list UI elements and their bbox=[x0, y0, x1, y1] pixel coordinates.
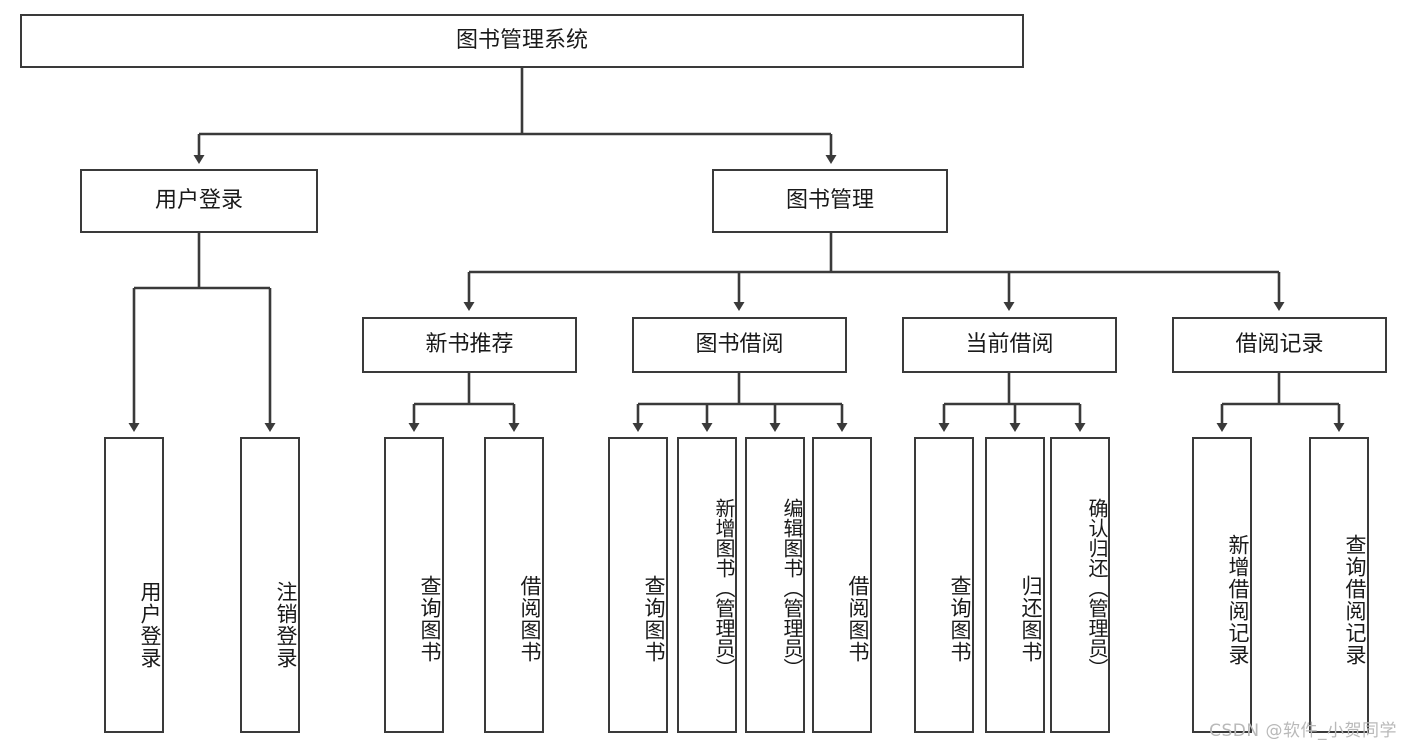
leaf-borrow-record-query-record[interactable]: 查询借阅记录 bbox=[1309, 437, 1369, 733]
node-label: 新增图书（管理员） bbox=[712, 498, 736, 678]
leaf-user-login-login[interactable]: 用户登录 bbox=[104, 437, 164, 733]
leaf-new-book-borrow-book[interactable]: 借阅图书 bbox=[484, 437, 544, 733]
leaf-user-login-logout[interactable]: 注销登录 bbox=[240, 437, 300, 733]
node-label: 查询图书 bbox=[948, 575, 972, 663]
node-label: 图书管理系统 bbox=[455, 28, 588, 54]
node-label: 图书借阅 bbox=[695, 332, 784, 358]
leaf-new-book-query-book[interactable]: 查询图书 bbox=[384, 437, 444, 733]
node-label: 借阅图书 bbox=[518, 575, 542, 663]
watermark: CSDN @软件_小贺同学 bbox=[1209, 721, 1397, 741]
node-label: 借阅记录 bbox=[1235, 332, 1324, 358]
node-borrow-record[interactable]: 借阅记录 bbox=[1172, 317, 1387, 373]
node-label: 用户登录 bbox=[154, 188, 243, 214]
leaf-book-borrow-add-book-admin[interactable]: 新增图书（管理员） bbox=[677, 437, 737, 733]
node-label: 新增借阅记录 bbox=[1226, 534, 1250, 666]
node-label: 新书推荐 bbox=[425, 332, 514, 358]
node-label: 确认归还（管理员） bbox=[1085, 498, 1109, 678]
node-root-book-management-system[interactable]: 图书管理系统 bbox=[20, 14, 1024, 68]
leaf-borrow-record-add-record[interactable]: 新增借阅记录 bbox=[1192, 437, 1252, 733]
node-label: 图书管理 bbox=[785, 188, 874, 214]
node-user-login[interactable]: 用户登录 bbox=[80, 169, 318, 233]
leaf-current-borrow-confirm-return-admin[interactable]: 确认归还（管理员） bbox=[1050, 437, 1110, 733]
node-book-management[interactable]: 图书管理 bbox=[712, 169, 948, 233]
node-label: 查询借阅记录 bbox=[1343, 534, 1367, 666]
node-label: 注销登录 bbox=[274, 581, 298, 669]
node-book-borrow[interactable]: 图书借阅 bbox=[632, 317, 847, 373]
node-label: 借阅图书 bbox=[846, 575, 870, 663]
node-label: 当前借阅 bbox=[965, 332, 1054, 358]
node-label: 编辑图书（管理员） bbox=[780, 498, 804, 678]
node-label: 用户登录 bbox=[138, 581, 162, 669]
leaf-current-borrow-query-book[interactable]: 查询图书 bbox=[914, 437, 974, 733]
leaf-current-borrow-return-book[interactable]: 归还图书 bbox=[985, 437, 1045, 733]
leaf-book-borrow-borrow-book[interactable]: 借阅图书 bbox=[812, 437, 872, 733]
node-current-borrow[interactable]: 当前借阅 bbox=[902, 317, 1117, 373]
node-label: 查询图书 bbox=[418, 575, 442, 663]
leaf-book-borrow-query-book[interactable]: 查询图书 bbox=[608, 437, 668, 733]
node-label: 归还图书 bbox=[1019, 575, 1043, 663]
node-new-book-recommend[interactable]: 新书推荐 bbox=[362, 317, 577, 373]
node-label: 查询图书 bbox=[642, 575, 666, 663]
leaf-book-borrow-edit-book-admin[interactable]: 编辑图书（管理员） bbox=[745, 437, 805, 733]
